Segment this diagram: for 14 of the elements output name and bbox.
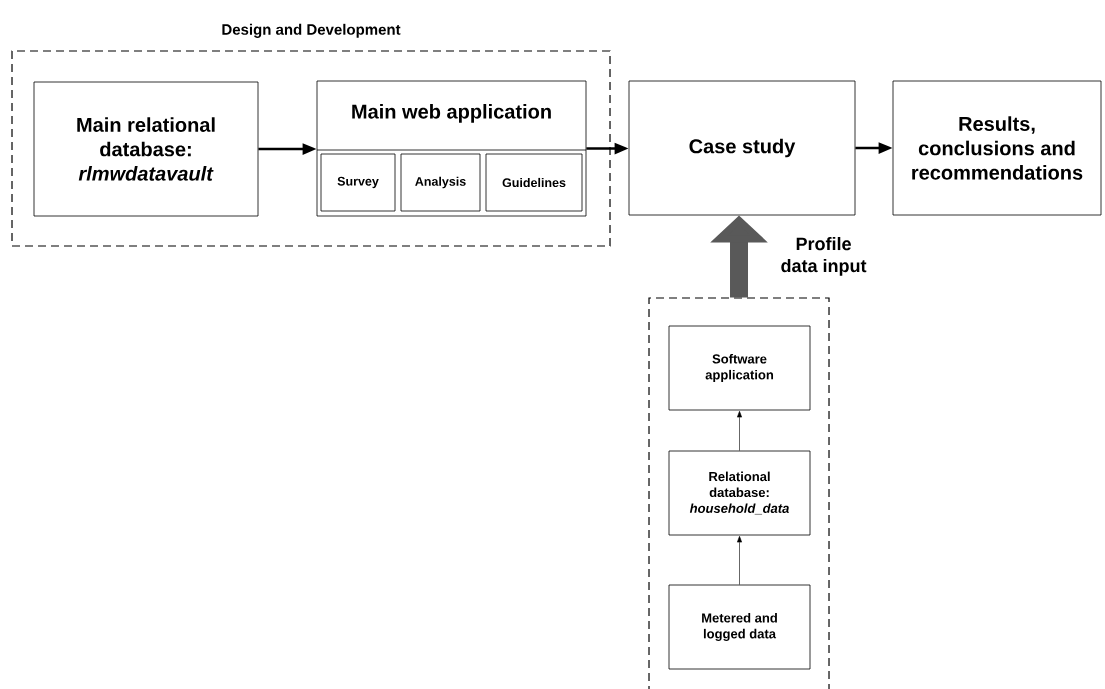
process-box: Metered and logged data	[668, 584, 811, 670]
process-box: Survey	[320, 153, 396, 212]
node-label: Design and Development	[222, 23, 401, 38]
process-box: Software application	[668, 325, 811, 411]
process-box: Guidelines	[485, 153, 583, 212]
dashed-group-frame	[648, 297, 830, 689]
process-box: Analysis	[400, 153, 481, 212]
process-box: Relational database: household_data	[668, 450, 811, 536]
arrow	[737, 536, 742, 585]
arrow	[737, 411, 742, 451]
edge-label: Profile data input	[781, 237, 867, 276]
process-box: Results, conclusions and recommendations	[892, 80, 1102, 216]
process-box: Main relational database: rlmwdatavault	[33, 81, 259, 217]
process-box: Case study	[628, 80, 856, 216]
